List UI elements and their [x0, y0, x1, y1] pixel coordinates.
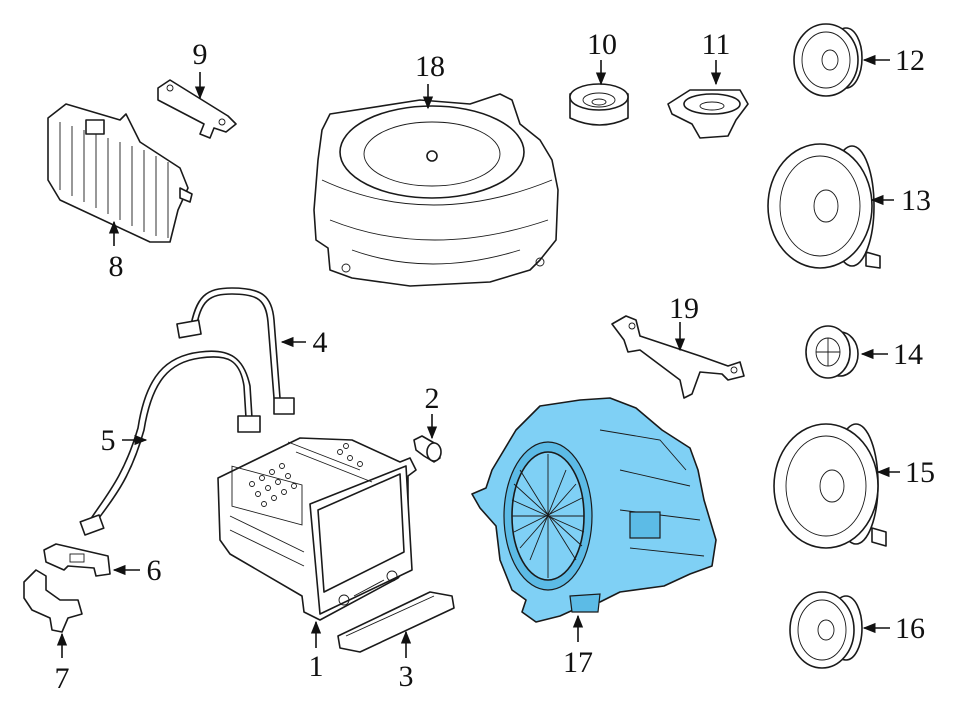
callout-9: 9 [193, 38, 208, 71]
part-16-speaker[interactable] [789, 591, 863, 669]
callout-2: 2 [425, 382, 440, 415]
callout-4: 4 [313, 326, 328, 359]
part-9-bracket[interactable] [157, 79, 237, 139]
callout-arrows [56, 54, 900, 658]
part-11-tweeter[interactable] [667, 89, 749, 139]
part-19-bracket[interactable] [611, 315, 745, 399]
callout-16: 16 [895, 612, 925, 645]
callout-5: 5 [101, 424, 116, 457]
part-5-harness[interactable] [79, 350, 261, 536]
callout-3: 3 [399, 660, 414, 693]
callout-14: 14 [893, 338, 923, 371]
part-10-tweeter[interactable] [569, 83, 629, 126]
callout-10: 10 [587, 28, 617, 61]
part-18-subwoofer-enclosure[interactable] [313, 93, 559, 287]
part-17-highlighted-module[interactable] [471, 397, 717, 623]
callout-7: 7 [55, 662, 70, 695]
part-7-bracket[interactable] [23, 569, 83, 633]
part-3-trim[interactable] [337, 591, 455, 653]
part-6-connector[interactable] [43, 543, 111, 577]
callout-17: 17 [563, 646, 593, 679]
callout-6: 6 [147, 554, 162, 587]
callout-13: 13 [901, 184, 931, 217]
part-14-tweeter[interactable] [805, 325, 859, 379]
part-2-plug[interactable] [413, 435, 442, 463]
callout-8: 8 [109, 250, 124, 283]
part-12-speaker[interactable] [793, 23, 863, 97]
part-1-head-unit[interactable] [217, 437, 417, 621]
part-15-speaker[interactable] [773, 423, 887, 549]
callout-19: 19 [669, 292, 699, 325]
callout-labels: 1 2 3 4 5 6 7 8 9 10 11 12 13 14 15 16 1… [55, 28, 936, 695]
callout-15: 15 [905, 456, 935, 489]
callout-1: 1 [309, 650, 324, 683]
part-8-amplifier[interactable] [47, 103, 193, 243]
callout-12: 12 [895, 44, 925, 77]
callout-18: 18 [415, 50, 445, 83]
part-4-harness[interactable] [176, 287, 295, 415]
part-13-speaker[interactable] [767, 143, 881, 269]
callout-11: 11 [702, 28, 731, 61]
